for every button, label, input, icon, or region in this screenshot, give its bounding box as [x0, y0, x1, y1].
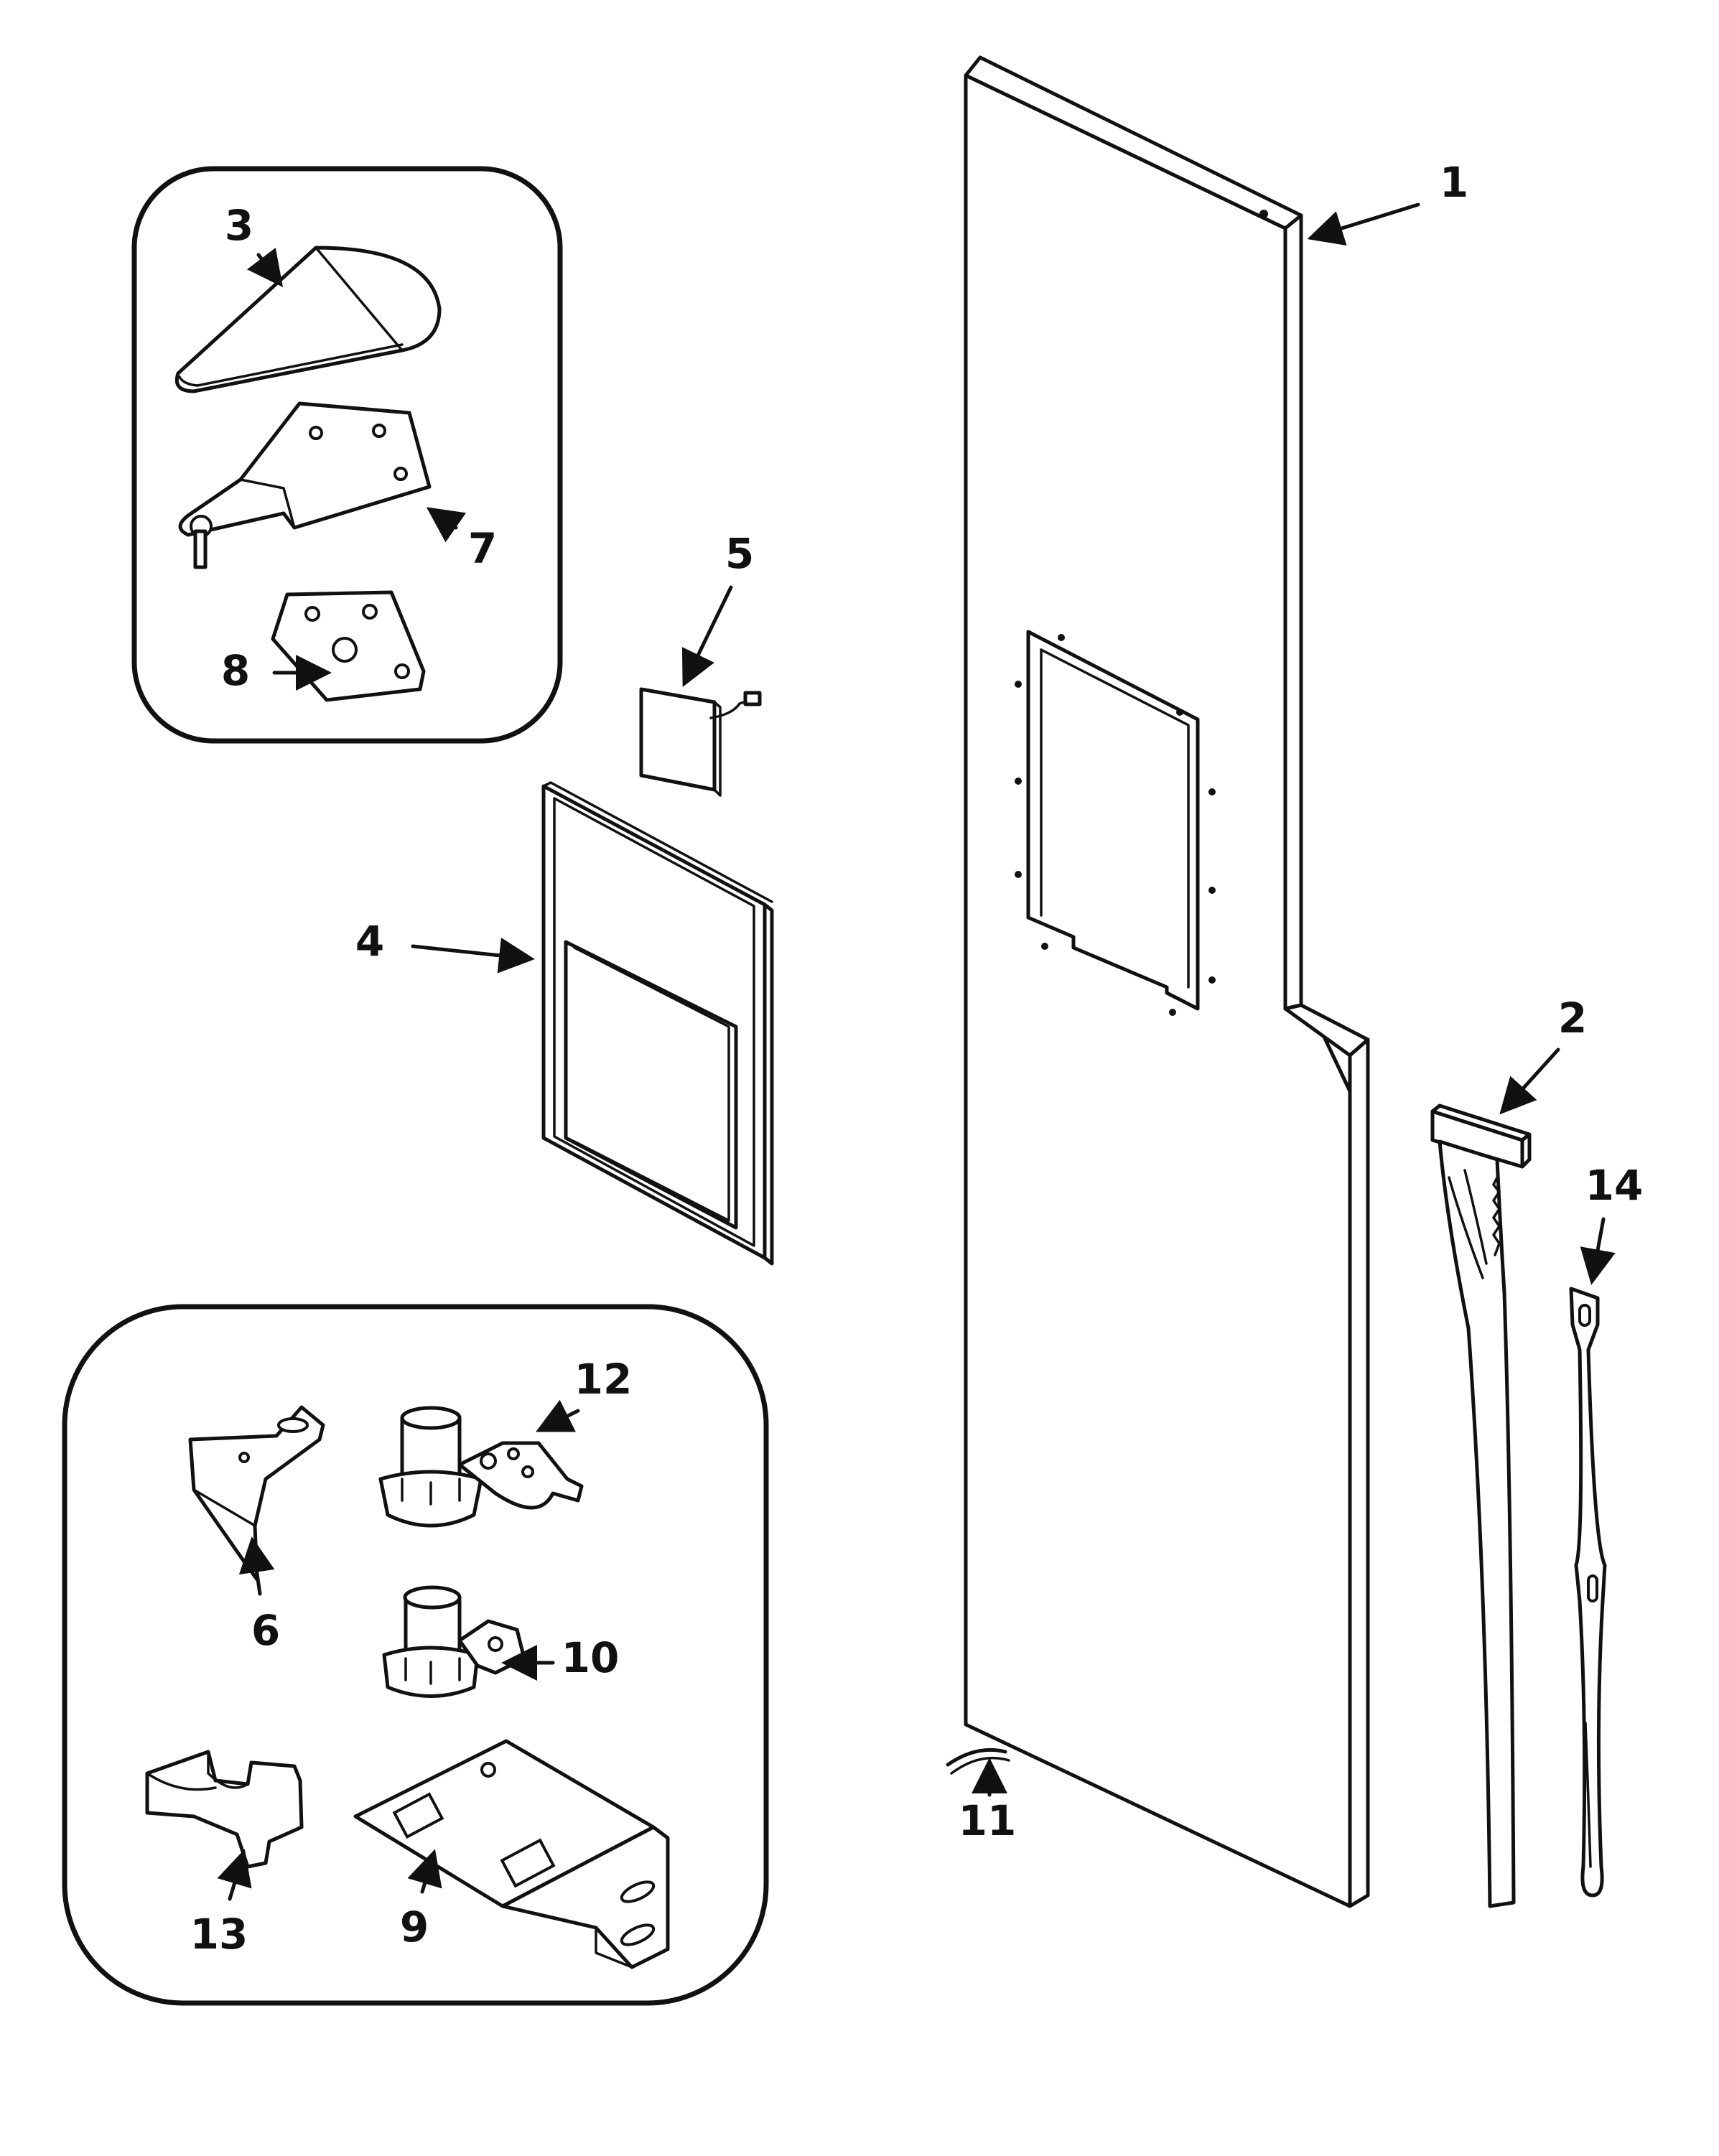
callout-3-arrow	[246, 248, 284, 287]
callout-12: 12	[574, 1355, 633, 1404]
callout-1: 1	[1440, 158, 1468, 207]
top-hinge-part	[178, 401, 432, 569]
bottom-hinge-inset: 12 6 10 13 9	[62, 1304, 769, 2006]
callout-4-arrow	[411, 937, 535, 974]
callout-6: 6	[251, 1606, 280, 1655]
handle-part	[1430, 1103, 1532, 1908]
callout-13: 13	[190, 1910, 248, 1959]
callout-10: 10	[562, 1633, 620, 1682]
callout-5: 5	[725, 529, 754, 578]
callout-14: 14	[1585, 1161, 1644, 1210]
callout-3: 3	[225, 201, 253, 250]
callout-11: 11	[959, 1796, 1017, 1845]
top-hinge-inset: 3 7 8	[131, 166, 563, 744]
callout-13-arrow	[217, 1849, 252, 1901]
callout-2-arrow	[1499, 1047, 1560, 1115]
bottom-hinge-bracket-part	[353, 1739, 670, 1969]
door-panel-part	[964, 55, 1370, 1908]
callout-6-arrow	[238, 1536, 275, 1596]
hinge-cover-13-part	[145, 1750, 304, 1869]
callout-7: 7	[468, 524, 497, 573]
callout-12-arrow	[536, 1399, 580, 1432]
callout-9-arrow	[407, 1849, 442, 1894]
callout-2: 2	[1558, 994, 1587, 1042]
callout-7-arrow	[426, 507, 467, 543]
callout-8: 8	[221, 646, 250, 695]
callout-5-arrow	[681, 585, 733, 687]
callout-1-arrow	[1307, 202, 1420, 246]
dispenser-frame-part	[541, 781, 774, 1266]
callout-4: 4	[355, 917, 384, 966]
bracket-6-part	[188, 1405, 325, 1582]
dispenser-switch-part	[639, 687, 762, 797]
top-hinge-cover-part	[174, 246, 442, 393]
handle-strip-part	[1569, 1287, 1607, 1898]
callout-9: 9	[400, 1903, 429, 1951]
callout-14-arrow	[1580, 1217, 1616, 1285]
water-tube-part	[946, 1747, 1010, 1775]
hinge-pin-12-part	[378, 1406, 584, 1528]
